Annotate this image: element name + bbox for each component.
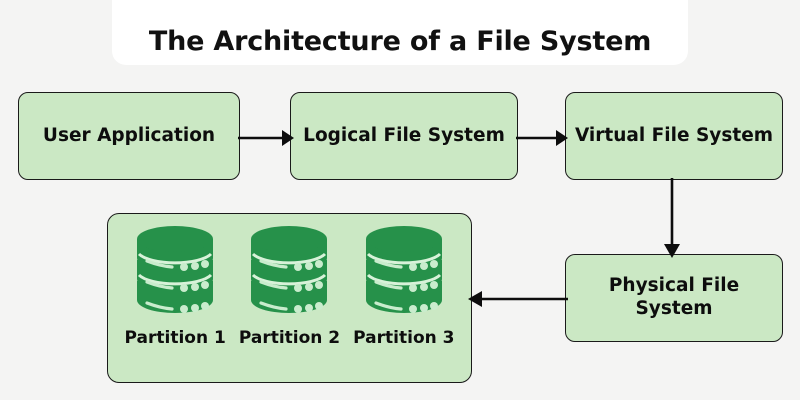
node-user-application[interactable]: User Application xyxy=(18,92,240,180)
node-virtual-file-system-label: Virtual File System xyxy=(574,124,774,146)
arrow-virtual-file-system-to-physical-file-system xyxy=(664,178,680,258)
node-user-application-label: User Application xyxy=(42,124,216,146)
partitions-container: Partition 1 xyxy=(107,213,472,383)
partition-label: Partition 3 xyxy=(353,328,455,348)
arrow-user-application-to-logical-file-system xyxy=(238,130,294,146)
partition-item[interactable]: Partition 1 xyxy=(125,226,226,348)
partitions-row: Partition 1 xyxy=(108,214,471,382)
database-cylinder-icon xyxy=(137,226,214,313)
partition-label: Partition 2 xyxy=(238,328,341,348)
node-logical-file-system[interactable]: Logical File System xyxy=(290,92,518,180)
arrow-physical-file-system-to-partitions xyxy=(468,291,568,307)
database-cylinder-icon xyxy=(251,226,328,313)
partition-label: Partition 1 xyxy=(124,328,226,348)
arrow-logical-file-system-to-virtual-file-system xyxy=(516,130,568,146)
node-physical-file-system[interactable]: Physical File System xyxy=(565,254,783,342)
title-card: The Architecture of a File System xyxy=(112,0,688,65)
page-title: The Architecture of a File System xyxy=(148,26,652,57)
node-physical-file-system-label: Physical File System xyxy=(608,275,740,319)
partition-item[interactable]: Partition 2 xyxy=(239,226,340,348)
database-cylinder-icon xyxy=(365,226,442,313)
node-logical-file-system-label: Logical File System xyxy=(303,124,505,146)
node-virtual-file-system[interactable]: Virtual File System xyxy=(565,92,783,180)
partition-item[interactable]: Partition 3 xyxy=(353,226,454,348)
